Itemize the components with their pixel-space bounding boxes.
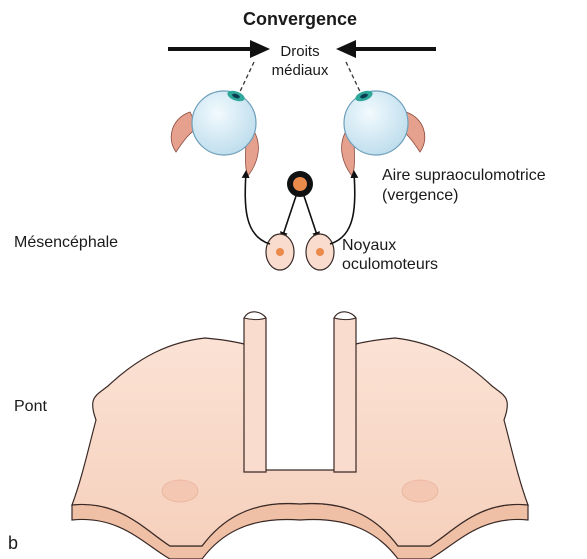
- supraoculomotor-label-line2: (vergence): [382, 186, 458, 205]
- pons-label: Pont: [14, 397, 47, 416]
- panel-label: b: [8, 534, 18, 553]
- diagram-title: Convergence: [220, 10, 380, 29]
- right-eye: [342, 89, 425, 176]
- supraoculomotor-area: [287, 171, 313, 197]
- projection-to-left-nucleus: [282, 196, 296, 238]
- medial-rectus-label-line1: Droits: [250, 42, 350, 61]
- left-column: [244, 312, 266, 472]
- projection-to-left-muscle: [245, 172, 270, 244]
- right-eyeball: [344, 91, 408, 155]
- supraoculomotor-label-line1: Aire supraoculomotrice: [382, 166, 546, 185]
- pons-block: [72, 338, 528, 559]
- left-eye: [171, 89, 258, 176]
- right-column: [334, 312, 356, 472]
- pons-right-tract: [402, 480, 438, 502]
- projection-to-right-nucleus: [304, 196, 318, 238]
- oculomotor-label-line1: Noyaux: [342, 236, 396, 255]
- medial-rectus-label-line2: médiaux: [250, 61, 350, 80]
- projection-to-right-muscle: [330, 172, 355, 244]
- oculomotor-label-line2: oculomoteurs: [342, 255, 438, 274]
- left-eyeball: [192, 91, 256, 155]
- pons-left-tract: [162, 480, 198, 502]
- left-oculomotor-nucleus: [266, 234, 294, 270]
- right-oculomotor-nucleus: [306, 234, 334, 270]
- mesencephalon-label: Mésencéphale: [14, 233, 118, 252]
